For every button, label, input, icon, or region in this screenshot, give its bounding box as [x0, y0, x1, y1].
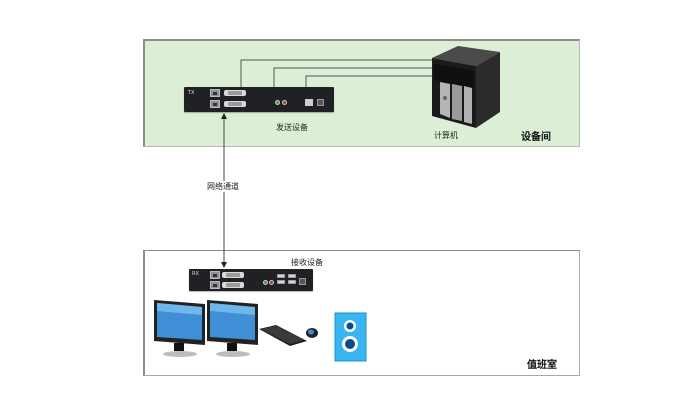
- dvi-port: [224, 101, 246, 107]
- cable-1: [240, 59, 432, 87]
- receiver-tag: RX: [192, 271, 199, 277]
- arrow-up-icon: [221, 113, 227, 119]
- network-channel-label: 网络通道: [207, 181, 239, 192]
- duty-room-label: 值班室: [527, 360, 557, 371]
- usb-port: [288, 280, 296, 284]
- transmitter-device: TX: [184, 87, 334, 112]
- keyboard-icon: [259, 325, 307, 346]
- usb-port: [288, 274, 296, 278]
- dvi-port: [222, 282, 244, 288]
- power-port: [317, 99, 324, 106]
- cable-2: [273, 67, 432, 87]
- ethernet-port: [210, 100, 220, 108]
- usb-port: [277, 280, 285, 284]
- usb-port: [305, 99, 313, 106]
- ethernet-port: [210, 281, 220, 289]
- receiver-label: 接收设备: [291, 258, 323, 267]
- ethernet-port: [210, 89, 220, 97]
- monitor-icon: [154, 300, 205, 357]
- computer-label: 计算机: [434, 131, 458, 140]
- transmitter-tag: TX: [188, 90, 195, 96]
- dvi-port: [222, 272, 244, 278]
- mouse-icon: [306, 328, 318, 338]
- dvi-port: [224, 90, 246, 96]
- equipment-room-label: 设备间: [521, 132, 551, 143]
- mic-jack: [282, 100, 287, 105]
- mic-jack: [269, 280, 274, 285]
- usb-port: [277, 274, 285, 278]
- power-port: [299, 278, 306, 285]
- monitor-icon: [207, 300, 258, 357]
- ethernet-port: [210, 271, 220, 279]
- speaker-icon: [334, 312, 367, 362]
- receiver-device: RX: [189, 269, 313, 291]
- transmitter-label: 发送设备: [276, 123, 308, 132]
- cable-3: [305, 75, 432, 87]
- arrow-down-icon: [221, 262, 227, 268]
- audio-jack: [263, 280, 268, 285]
- computer-icon: [432, 46, 500, 128]
- audio-jack: [275, 100, 280, 105]
